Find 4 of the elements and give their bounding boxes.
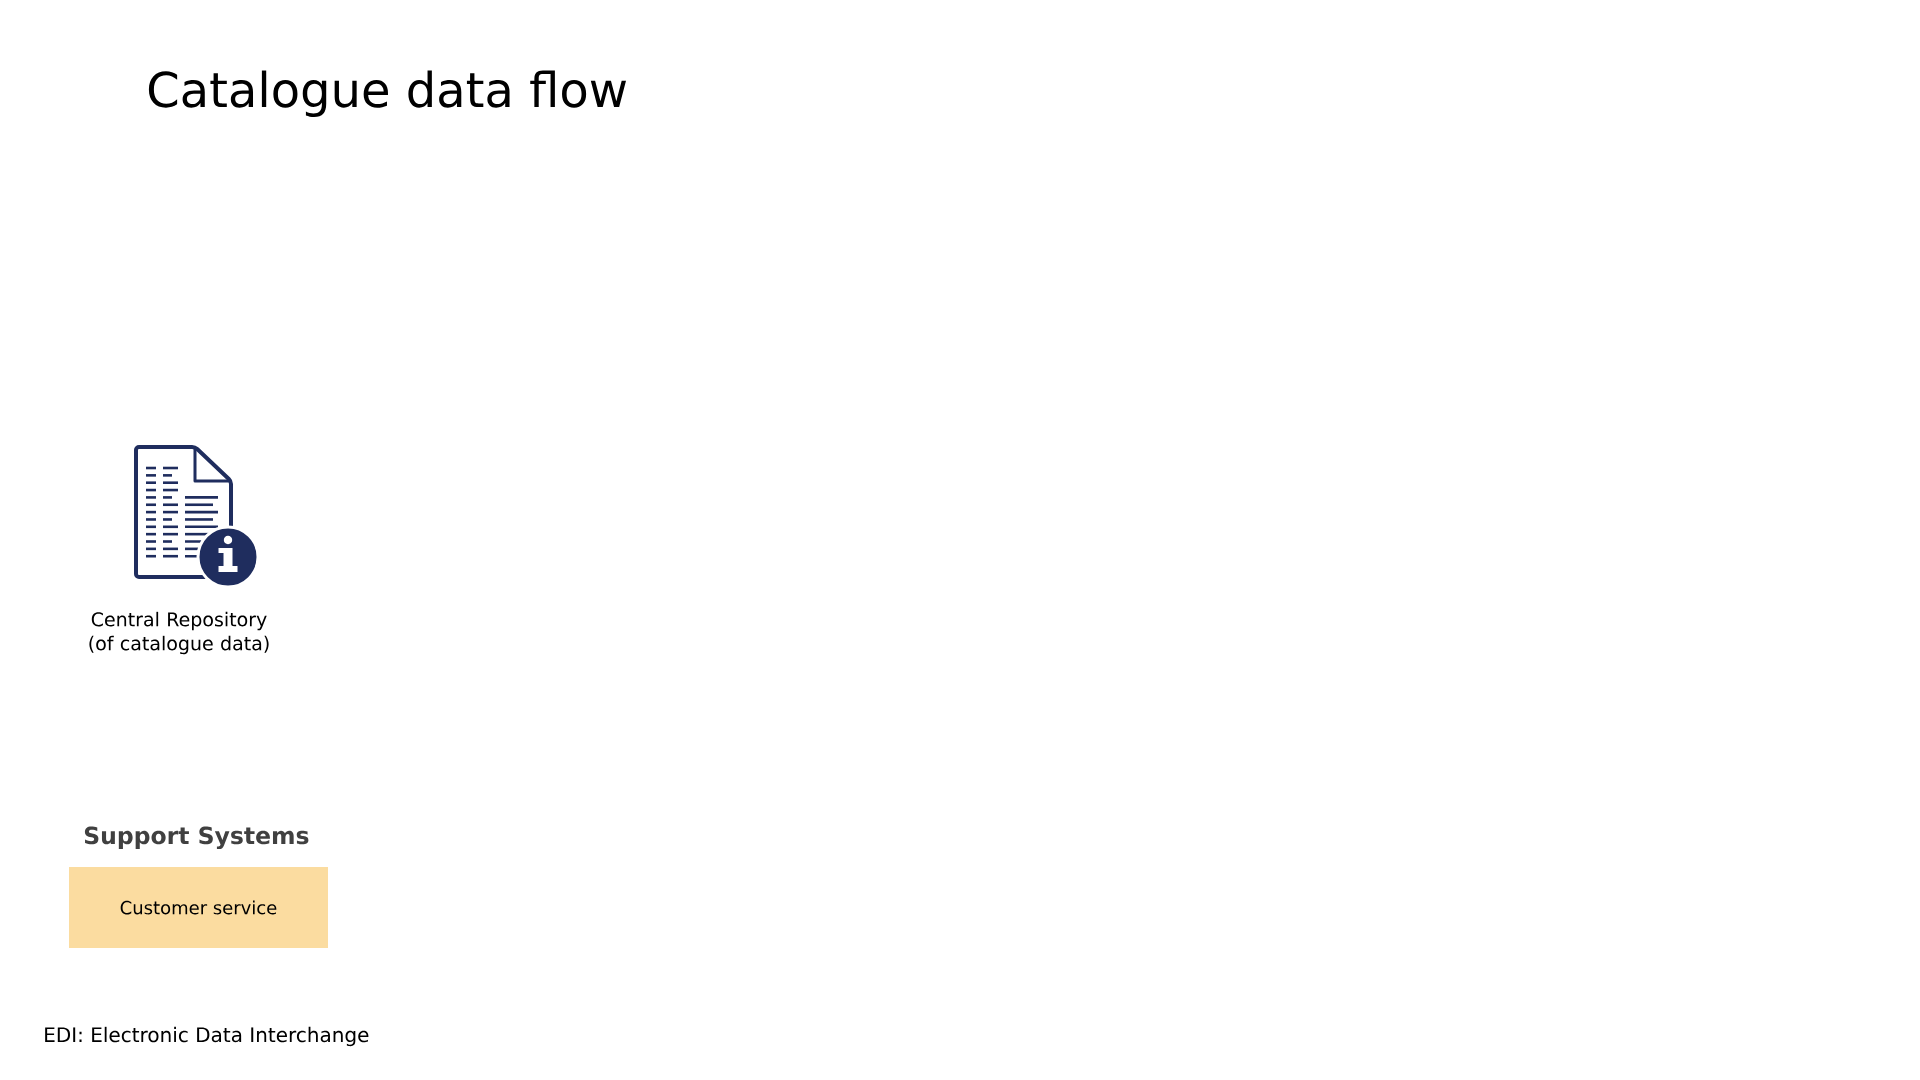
system-box: Customer service [69, 867, 328, 948]
icon-caption: Central Repository (of catalogue data) [89, 611, 269, 655]
footnote: EDI: Electronic Data Interchange [45, 1026, 369, 1047]
title: Catalogue data flow [148, 70, 626, 117]
